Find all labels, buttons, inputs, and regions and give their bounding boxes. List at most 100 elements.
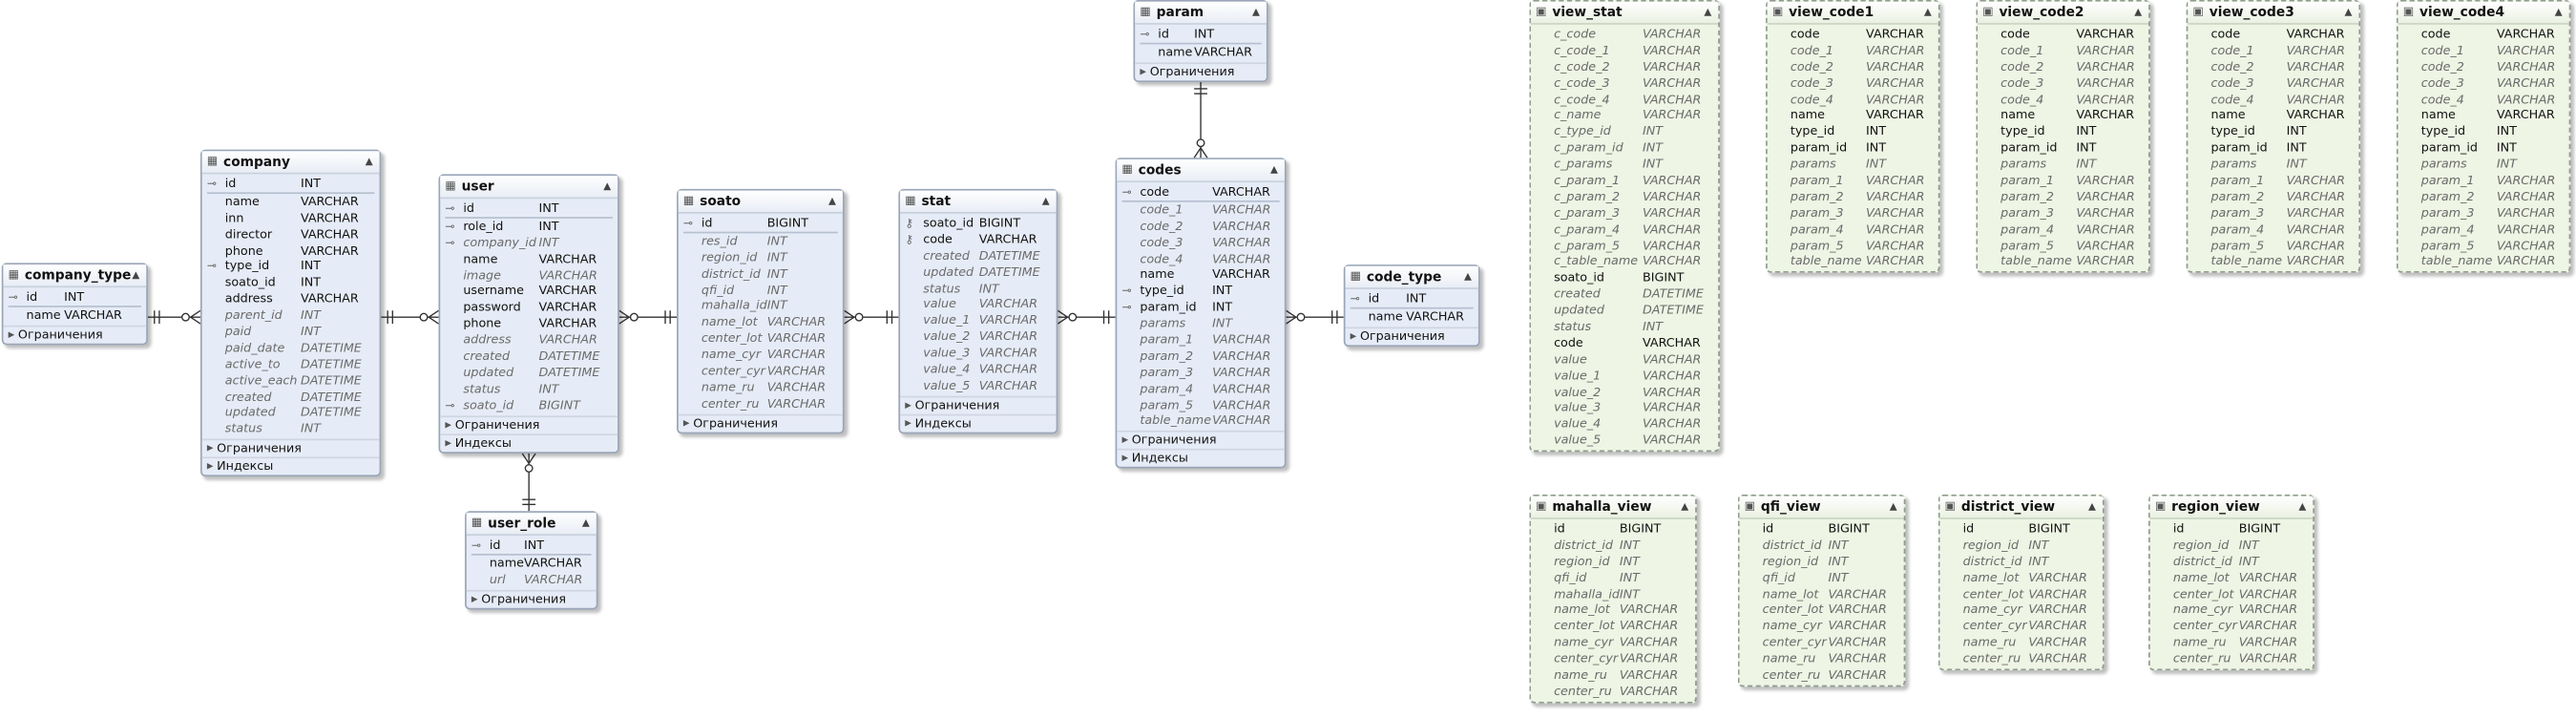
collapse-arrow-icon[interactable]: ▲ (1464, 270, 1473, 284)
section-constraints[interactable]: ▶Ограничения (1117, 431, 1285, 450)
entity-header[interactable]: ▦codes▲ (1117, 158, 1285, 183)
collapse-arrow-icon[interactable]: ▲ (2344, 6, 2353, 18)
expand-arrow-icon[interactable]: ▶ (905, 418, 911, 429)
entity-header[interactable]: ▦company▲ (201, 151, 380, 175)
collapse-arrow-icon[interactable]: ▲ (2134, 6, 2143, 18)
section-constraints[interactable]: ▶Ограничения (466, 589, 597, 607)
collapse-arrow-icon[interactable]: ▲ (581, 517, 590, 530)
entity-header[interactable]: ▣view_code3▲ (2188, 1, 2359, 25)
section-constraints[interactable]: ▶Ограничения (1345, 327, 1478, 345)
entity-header[interactable]: ▣view_code2▲ (1978, 1, 2149, 25)
collapse-arrow-icon[interactable]: ▲ (1889, 500, 1897, 513)
expand-arrow-icon[interactable]: ▶ (445, 437, 452, 449)
entity-header[interactable]: ▣view_stat▲ (1530, 1, 1719, 25)
expand-arrow-icon[interactable]: ▶ (1121, 435, 1129, 447)
entity-header[interactable]: ▣view_code1▲ (1767, 1, 1938, 25)
section-indexes[interactable]: ▶Индексы (1117, 449, 1285, 467)
